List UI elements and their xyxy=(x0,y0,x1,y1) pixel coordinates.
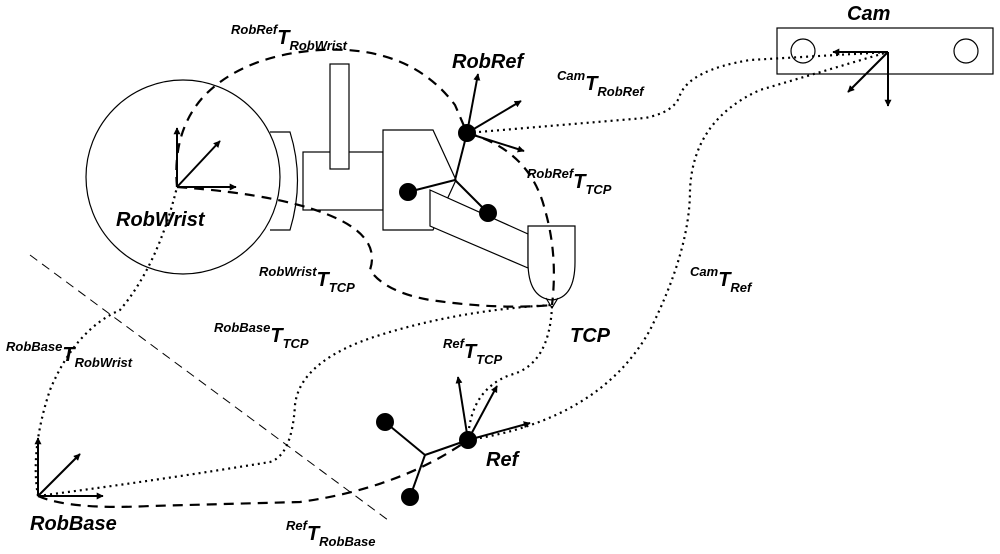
frame-label-robwrist: RobWrist xyxy=(116,209,206,231)
marker-dot xyxy=(479,204,497,222)
transform-label-robbase-robwrist: RobBaseTRobWrist xyxy=(6,339,133,370)
frame-label-robbase: RobBase xyxy=(30,513,117,535)
frame-label-ref: Ref xyxy=(486,449,521,471)
transform-label-robbase-tcp: RobBaseTTCP xyxy=(214,320,309,351)
marker-dot xyxy=(376,413,394,431)
robot-arm xyxy=(85,63,576,310)
camera xyxy=(776,27,994,75)
transform-label-robref-tcp: RobRefTTCP xyxy=(527,166,612,197)
path-ref-robbase xyxy=(37,439,469,508)
path-robbase-robwrist xyxy=(34,186,179,497)
transform-label-robwrist-tcp: RobWristTTCP xyxy=(259,264,355,295)
frame-label-cam: Cam xyxy=(847,3,890,25)
transform-label-ref-robbase: RefTRobBase xyxy=(286,518,376,549)
camera-body xyxy=(776,27,994,75)
coordinate-axes xyxy=(34,48,892,500)
ref-marker xyxy=(376,413,477,506)
transform-label-robref-robwrist: RobRefTRobWrist xyxy=(231,22,348,53)
marker-dot xyxy=(401,488,419,506)
marker-dot xyxy=(399,183,417,201)
camera-lens-right xyxy=(953,38,979,64)
wrist-hub xyxy=(270,131,299,231)
transform-paths xyxy=(34,48,889,508)
wrist-post xyxy=(329,63,350,170)
path-cam-robref xyxy=(466,50,889,135)
frame-label-tcp: TCP xyxy=(570,325,611,347)
path-robref-robwrist xyxy=(175,48,469,188)
robot-wrist-disc xyxy=(85,79,281,275)
path-robbase-tcp xyxy=(37,303,553,498)
path-ref-tcp xyxy=(466,304,554,441)
transform-label-ref-tcp: RefTTCP xyxy=(443,336,503,367)
path-robwrist-tcp xyxy=(176,185,553,308)
tcp-tip xyxy=(545,297,559,310)
path-robref-tcp xyxy=(466,131,555,306)
transform-label-cam-robref: CamTRobRef xyxy=(557,68,645,99)
transform-label-cam-ref: CamTRef xyxy=(690,264,753,295)
tool-shaft xyxy=(429,189,529,269)
frame-label-robref: RobRef xyxy=(452,51,525,73)
camera-lens-left xyxy=(790,38,816,64)
